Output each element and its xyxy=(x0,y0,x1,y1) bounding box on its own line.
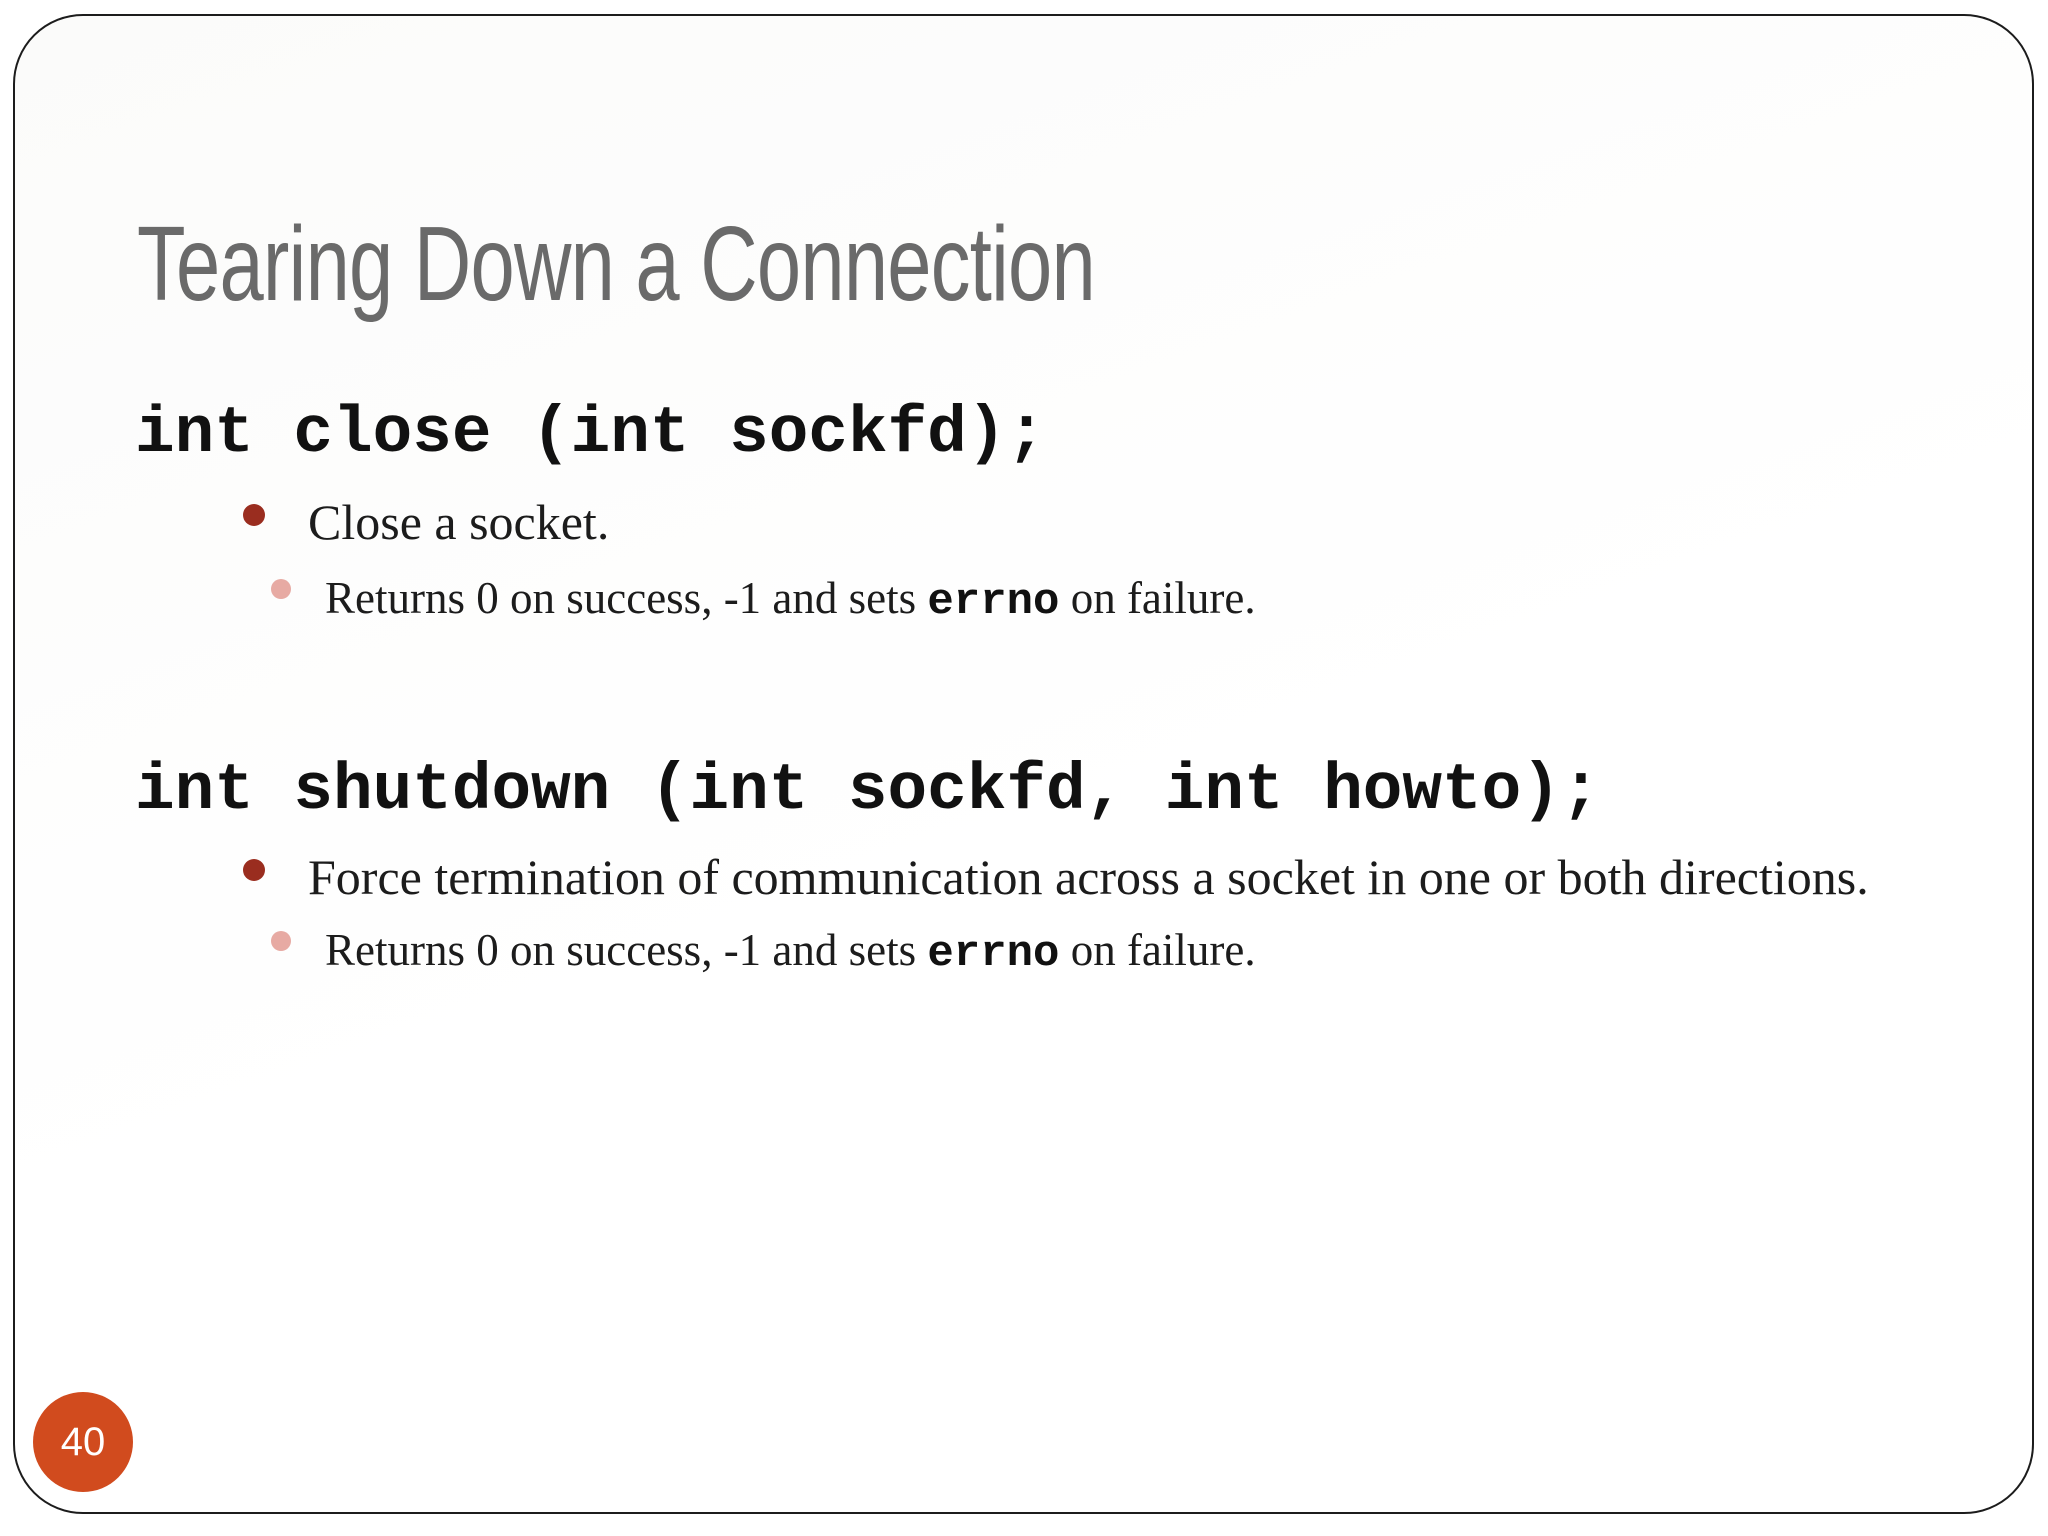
sub-bullet-text-prefix: Returns 0 on success, -1 and sets xyxy=(325,925,928,975)
inline-code-errno: errno xyxy=(927,577,1060,627)
bullet-dot-icon xyxy=(243,504,265,526)
bullet-text: Close a socket. xyxy=(308,494,610,550)
page-number-badge: 40 xyxy=(33,1392,133,1492)
function-signature-shutdown: int shutdown (int sockfd, int howto); xyxy=(135,753,1601,828)
page-number: 40 xyxy=(60,1420,106,1464)
slide-frame: Tearing Down a Connection int close (int… xyxy=(13,14,2034,1514)
bullet-text: Force termination of communication acros… xyxy=(308,849,1869,905)
sub-bullet-item: Returns 0 on success, -1 and sets errno … xyxy=(15,576,1992,624)
sub-bullet-dot-icon xyxy=(271,931,291,951)
sub-bullet-text-suffix: on failure. xyxy=(1059,573,1256,623)
bullet-dot-icon xyxy=(243,859,265,881)
bullet-item: Close a socket. xyxy=(15,497,1992,547)
bullet-item: Force termination of communication acros… xyxy=(15,852,1992,902)
inline-code-errno: errno xyxy=(927,929,1060,979)
sub-bullet-text-suffix: on failure. xyxy=(1059,925,1256,975)
sub-bullet-item: Returns 0 on success, -1 and sets errno … xyxy=(15,928,1992,976)
function-signature-close: int close (int sockfd); xyxy=(135,396,1046,471)
sub-bullet-dot-icon xyxy=(271,579,291,599)
slide-title: Tearing Down a Connection xyxy=(137,205,1096,323)
sub-bullet-text-prefix: Returns 0 on success, -1 and sets xyxy=(325,573,928,623)
